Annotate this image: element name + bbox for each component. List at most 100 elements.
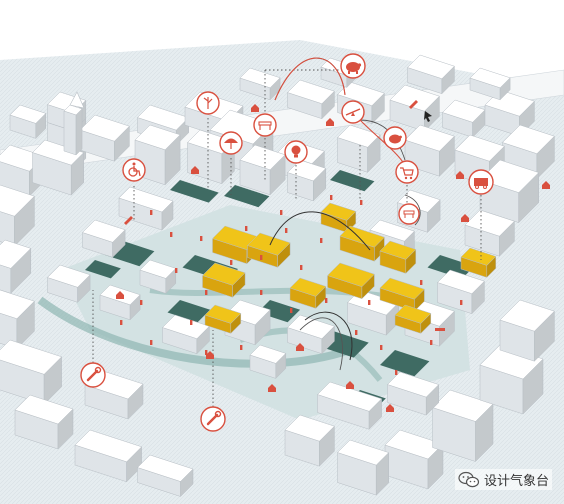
bench-icon [435,328,445,331]
context-building [499,299,555,362]
person-figure [368,300,371,305]
house-icon [296,343,304,351]
courtyard [170,180,219,203]
highlighted-building [327,262,375,300]
piggy-bank-icon [383,126,407,150]
house-icon [386,404,394,412]
house-icon [326,118,334,126]
highlighted-building [289,277,327,310]
courtyard [257,300,301,323]
flow-arc [304,311,353,361]
flow-arc [274,57,346,101]
watermark-text: 设计气象台 [483,474,549,489]
watermark: 设计气象台 [454,469,552,490]
courtyard [224,185,270,208]
person-figure [280,210,283,215]
context-building [0,289,35,350]
person-figure [360,200,363,205]
house-icon [461,214,469,222]
flow-arc [269,211,371,251]
district-block [387,371,440,416]
courtyard [330,170,375,192]
person-figure [355,330,358,335]
context-building [442,99,486,138]
highlighted-building [247,232,291,268]
bench-icon [398,203,420,225]
context-building [137,454,194,498]
context-building [0,239,32,295]
district-block [239,144,286,196]
pen-icon [409,100,418,109]
context-building [14,394,74,450]
district-block [99,284,141,321]
context-building [79,114,130,162]
person-figure [150,210,153,215]
person-figure [245,226,248,231]
context-building [9,104,47,140]
person-figure [395,370,398,375]
lightbulb-icon [284,140,308,164]
courtyard [380,350,430,377]
house-icon [346,381,354,389]
context-building [0,184,35,247]
person-figure [140,300,143,305]
context-building [479,159,540,224]
person-figure [320,238,323,243]
district-block [287,159,327,202]
tree-icon [196,91,220,115]
house-icon [191,166,199,174]
person-figure [200,236,203,241]
wheelchair-icon [122,158,146,182]
context-building [287,79,335,120]
district-block [249,344,287,380]
person-figure [170,232,173,237]
person-figure [240,345,243,350]
person-figure [325,298,328,303]
highlighted-building [204,304,242,335]
highlighted-buildings [120,195,497,375]
district-block [118,186,174,231]
context-building [464,209,515,257]
highlighted-building [394,304,432,335]
seesaw-icon [341,100,365,124]
person-figure [230,260,233,265]
context-building [239,67,281,101]
context-building [479,344,544,415]
context-buildings [0,54,555,498]
person-figure [260,290,263,295]
house-icon [251,104,259,112]
house-icon [542,181,550,189]
person-figure [380,345,383,350]
umbrella-icon [219,131,243,155]
person-figure [150,340,153,345]
shopping-cart-icon [395,160,419,184]
district-block [437,269,485,315]
highlighted-building [460,247,497,279]
person-figure [260,255,263,260]
person-figure [330,195,333,200]
person-figure [290,308,293,313]
district-block [47,264,91,303]
context-building [74,429,143,483]
district-block [317,381,383,430]
pointer-icon [424,111,432,122]
pen-icon [124,216,133,225]
highlighted-building [202,262,246,298]
courtyard [167,300,211,323]
house-icon [268,384,276,392]
context-building [469,67,511,101]
house-icon [116,291,124,299]
house-icon [206,351,214,359]
person-figure [190,320,193,325]
highlighted-building [379,240,417,275]
context-building [0,339,63,405]
context-building [384,429,444,490]
church-tower [63,104,83,156]
person-figure [430,340,433,345]
district-block [287,314,335,355]
person-figure [120,320,123,325]
person-figure [285,228,288,233]
district-block [139,259,177,295]
bus-icon [468,169,494,195]
